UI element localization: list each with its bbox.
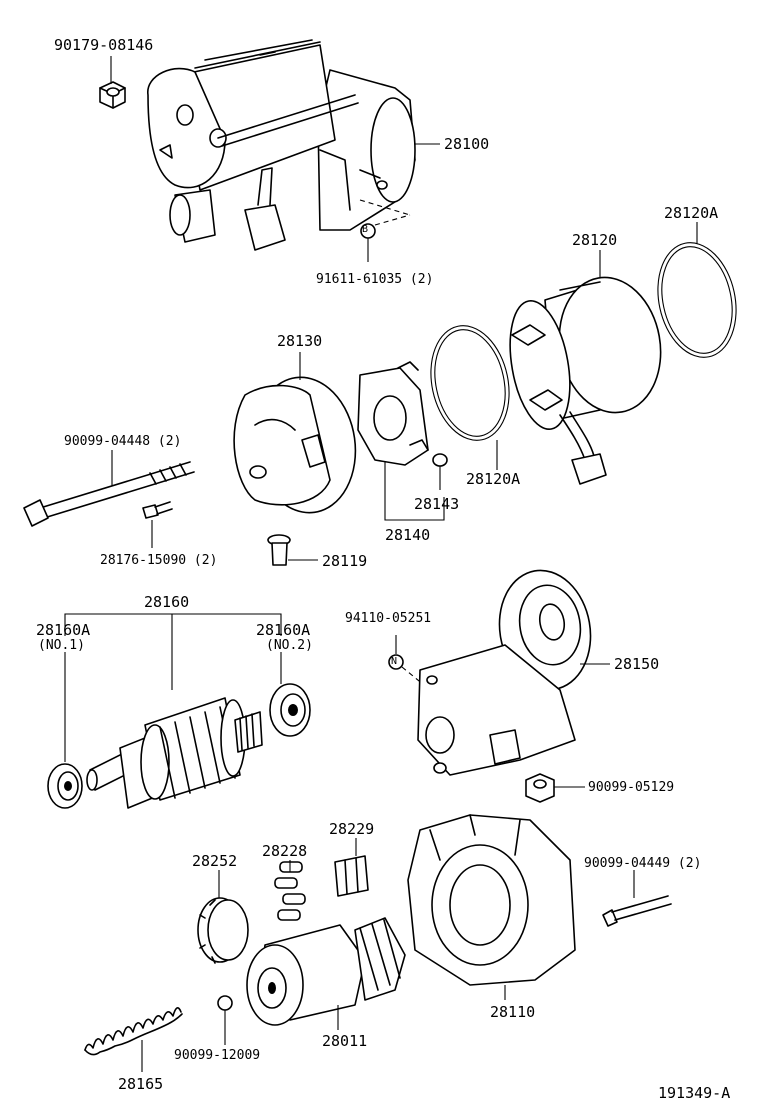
marker-b-letter: B: [362, 224, 369, 235]
label-28160A-no2-note: (NO.2): [266, 638, 313, 653]
label-28252: 28252: [192, 852, 238, 870]
label-90099-05129: 90099-05129: [588, 780, 675, 795]
part-28160A-bearing-no1: [47, 763, 83, 809]
part-90099-04449-bolt: [602, 895, 672, 927]
part-28120-yoke: [509, 276, 662, 485]
label-28228: 28228: [262, 842, 308, 860]
marker-n-letter: N: [391, 656, 398, 667]
part-28100-starter-assembly: [147, 39, 416, 251]
label-28165: 28165: [118, 1075, 164, 1093]
part-90179-08146-nut: [99, 81, 126, 109]
part-28228-rollers: [274, 861, 306, 921]
part-90099-04448-through-bolt: [23, 461, 195, 527]
label-28160A-no2: 28160A: [256, 621, 311, 639]
part-28119-plug: [267, 534, 291, 566]
label-28119: 28119: [322, 552, 368, 570]
part-28150-housing: [417, 569, 592, 776]
label-28176-15090: 28176-15090 (2): [100, 553, 218, 568]
label-28120: 28120: [572, 231, 618, 249]
label-28120A-mid: 28120A: [466, 470, 521, 488]
label-28011: 28011: [322, 1032, 368, 1050]
leader-lines: [64, 56, 698, 1072]
part-28160-armature: [86, 697, 263, 809]
part-28252-idle-gear: [197, 897, 249, 964]
label-28100: 28100: [444, 135, 490, 153]
label-28229: 28229: [329, 820, 375, 838]
drawing-id: 191349-A: [658, 1084, 731, 1102]
label-28110: 28110: [490, 1003, 536, 1021]
part-28160A-bearing-no2: [269, 683, 311, 737]
label-28143: 28143: [414, 495, 460, 513]
label-28130: 28130: [277, 332, 323, 350]
part-28120A-o-ring-mid: [430, 325, 510, 441]
part-28140-brush-holder: [357, 361, 429, 466]
part-90099-05129-nut: [525, 773, 555, 803]
part-28176-15090-screw: [142, 501, 173, 519]
label-90099-04449: 90099-04449 (2): [584, 856, 702, 871]
label-90179-08146: 90179-08146: [54, 36, 154, 54]
label-28120A-top: 28120A: [664, 204, 719, 222]
label-91611-61035: 91611-61035 (2): [316, 272, 434, 287]
label-28150: 28150: [614, 655, 660, 673]
label-28160: 28160: [144, 593, 190, 611]
part-28143-spring: [432, 453, 448, 467]
part-28229-retainer: [334, 855, 369, 897]
part-28110-drive-housing: [407, 814, 576, 986]
part-28130-end-frame: [233, 376, 357, 514]
label-28160A-no1-note: (NO.1): [38, 638, 85, 653]
label-90099-04448: 90099-04448 (2): [64, 434, 182, 449]
label-28140: 28140: [385, 526, 431, 544]
label-94110-05251: 94110-05251: [345, 611, 432, 626]
part-28165-spring: [84, 1007, 183, 1056]
label-28160A-no1: 28160A: [36, 621, 91, 639]
label-90099-12009: 90099-12009: [174, 1048, 261, 1063]
part-90099-12009-ball: [217, 995, 233, 1011]
part-28120A-o-ring-top: [657, 242, 737, 358]
part-28011-clutch: [246, 917, 406, 1026]
